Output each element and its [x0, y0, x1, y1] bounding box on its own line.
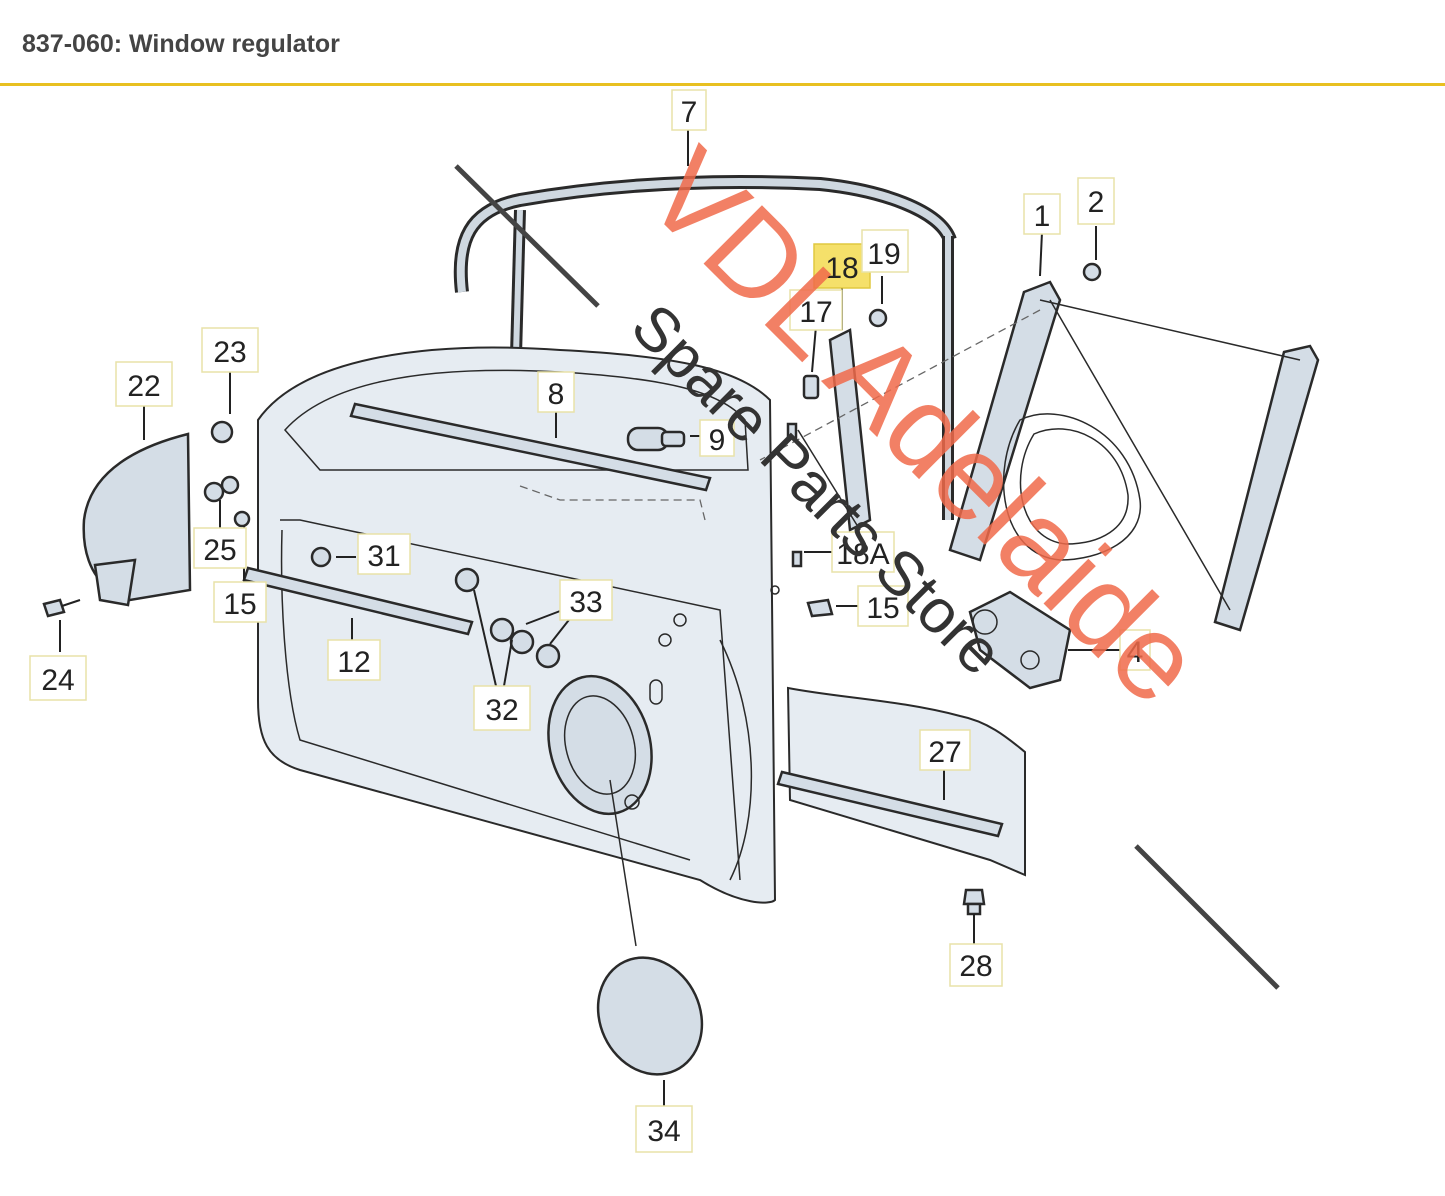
label-19: 19: [861, 229, 909, 273]
label-24: 24: [29, 655, 87, 701]
part-window-regulator: [759, 262, 1320, 632]
diagram-svg: 7 1 2 18 19 17 8 9 23 22 25 15: [29, 89, 1320, 1153]
svg-text:25: 25: [203, 534, 236, 567]
label-15-left: 15: [213, 581, 267, 623]
svg-text:7: 7: [681, 96, 698, 129]
label-33: 33: [559, 579, 613, 621]
svg-text:1: 1: [1034, 200, 1051, 233]
svg-text:4: 4: [1127, 636, 1144, 669]
svg-text:2: 2: [1088, 186, 1105, 219]
label-27: 27: [919, 729, 971, 771]
watermark-bar-bottom: [1134, 844, 1280, 990]
svg-text:15: 15: [223, 588, 256, 621]
page-header: 837-060: Window regulator: [0, 0, 1445, 86]
svg-text:31: 31: [367, 540, 400, 573]
label-23: 23: [201, 327, 259, 373]
part-inner-panel: [776, 686, 1026, 877]
label-12: 12: [327, 639, 381, 681]
part-window-strip: [349, 402, 712, 521]
part-mirror-trim: [82, 432, 192, 607]
part-screws-left: [42, 420, 251, 618]
exploded-diagram: 7 1 2 18 19 17 8 9 23 22 25 15: [0, 86, 1445, 1191]
svg-text:18: 18: [825, 252, 858, 285]
label-31: 31: [357, 533, 411, 575]
label-9: 9: [699, 419, 735, 457]
part-guide-rail: [786, 308, 888, 568]
label-34: 34: [635, 1105, 693, 1153]
svg-text:27: 27: [928, 736, 961, 769]
label-7: 7: [671, 89, 707, 131]
part-screw-right: [806, 598, 834, 618]
label-32: 32: [473, 685, 531, 731]
svg-text:28: 28: [959, 950, 992, 983]
svg-text:17: 17: [799, 296, 832, 329]
svg-text:15: 15: [866, 592, 899, 625]
label-17: 17: [789, 289, 843, 331]
label-1: 1: [1023, 193, 1061, 235]
svg-text:24: 24: [41, 664, 74, 697]
part-regulator-motor: [968, 590, 1072, 690]
svg-text:8: 8: [548, 378, 565, 411]
label-2: 2: [1077, 177, 1115, 225]
label-18: 18: [813, 243, 871, 289]
part-window-seal: [453, 174, 957, 520]
svg-text:33: 33: [569, 586, 602, 619]
part-door-shell: [257, 346, 780, 904]
svg-text:12: 12: [337, 646, 370, 679]
svg-text:22: 22: [127, 370, 160, 403]
watermark-bar-top: [454, 164, 600, 308]
part-plugs: [310, 546, 561, 669]
svg-text:18A: 18A: [836, 538, 889, 571]
label-15-right: 15: [857, 585, 909, 627]
part-clip: [626, 426, 686, 452]
svg-text:9: 9: [709, 424, 726, 457]
part-trim-strip: [242, 566, 474, 636]
label-22: 22: [115, 361, 173, 407]
svg-text:23: 23: [213, 336, 246, 369]
part-speaker-cover: [596, 956, 704, 1076]
label-28: 28: [949, 943, 1003, 987]
label-8: 8: [537, 371, 575, 413]
label-18a: 18A: [831, 531, 895, 573]
svg-text:19: 19: [867, 238, 900, 271]
label-4: 4: [1119, 629, 1151, 671]
page-title: 837-060: Window regulator: [22, 30, 340, 58]
part-bolt: [962, 888, 986, 916]
svg-text:32: 32: [485, 694, 518, 727]
label-25: 25: [193, 527, 247, 569]
svg-text:34: 34: [647, 1115, 680, 1148]
